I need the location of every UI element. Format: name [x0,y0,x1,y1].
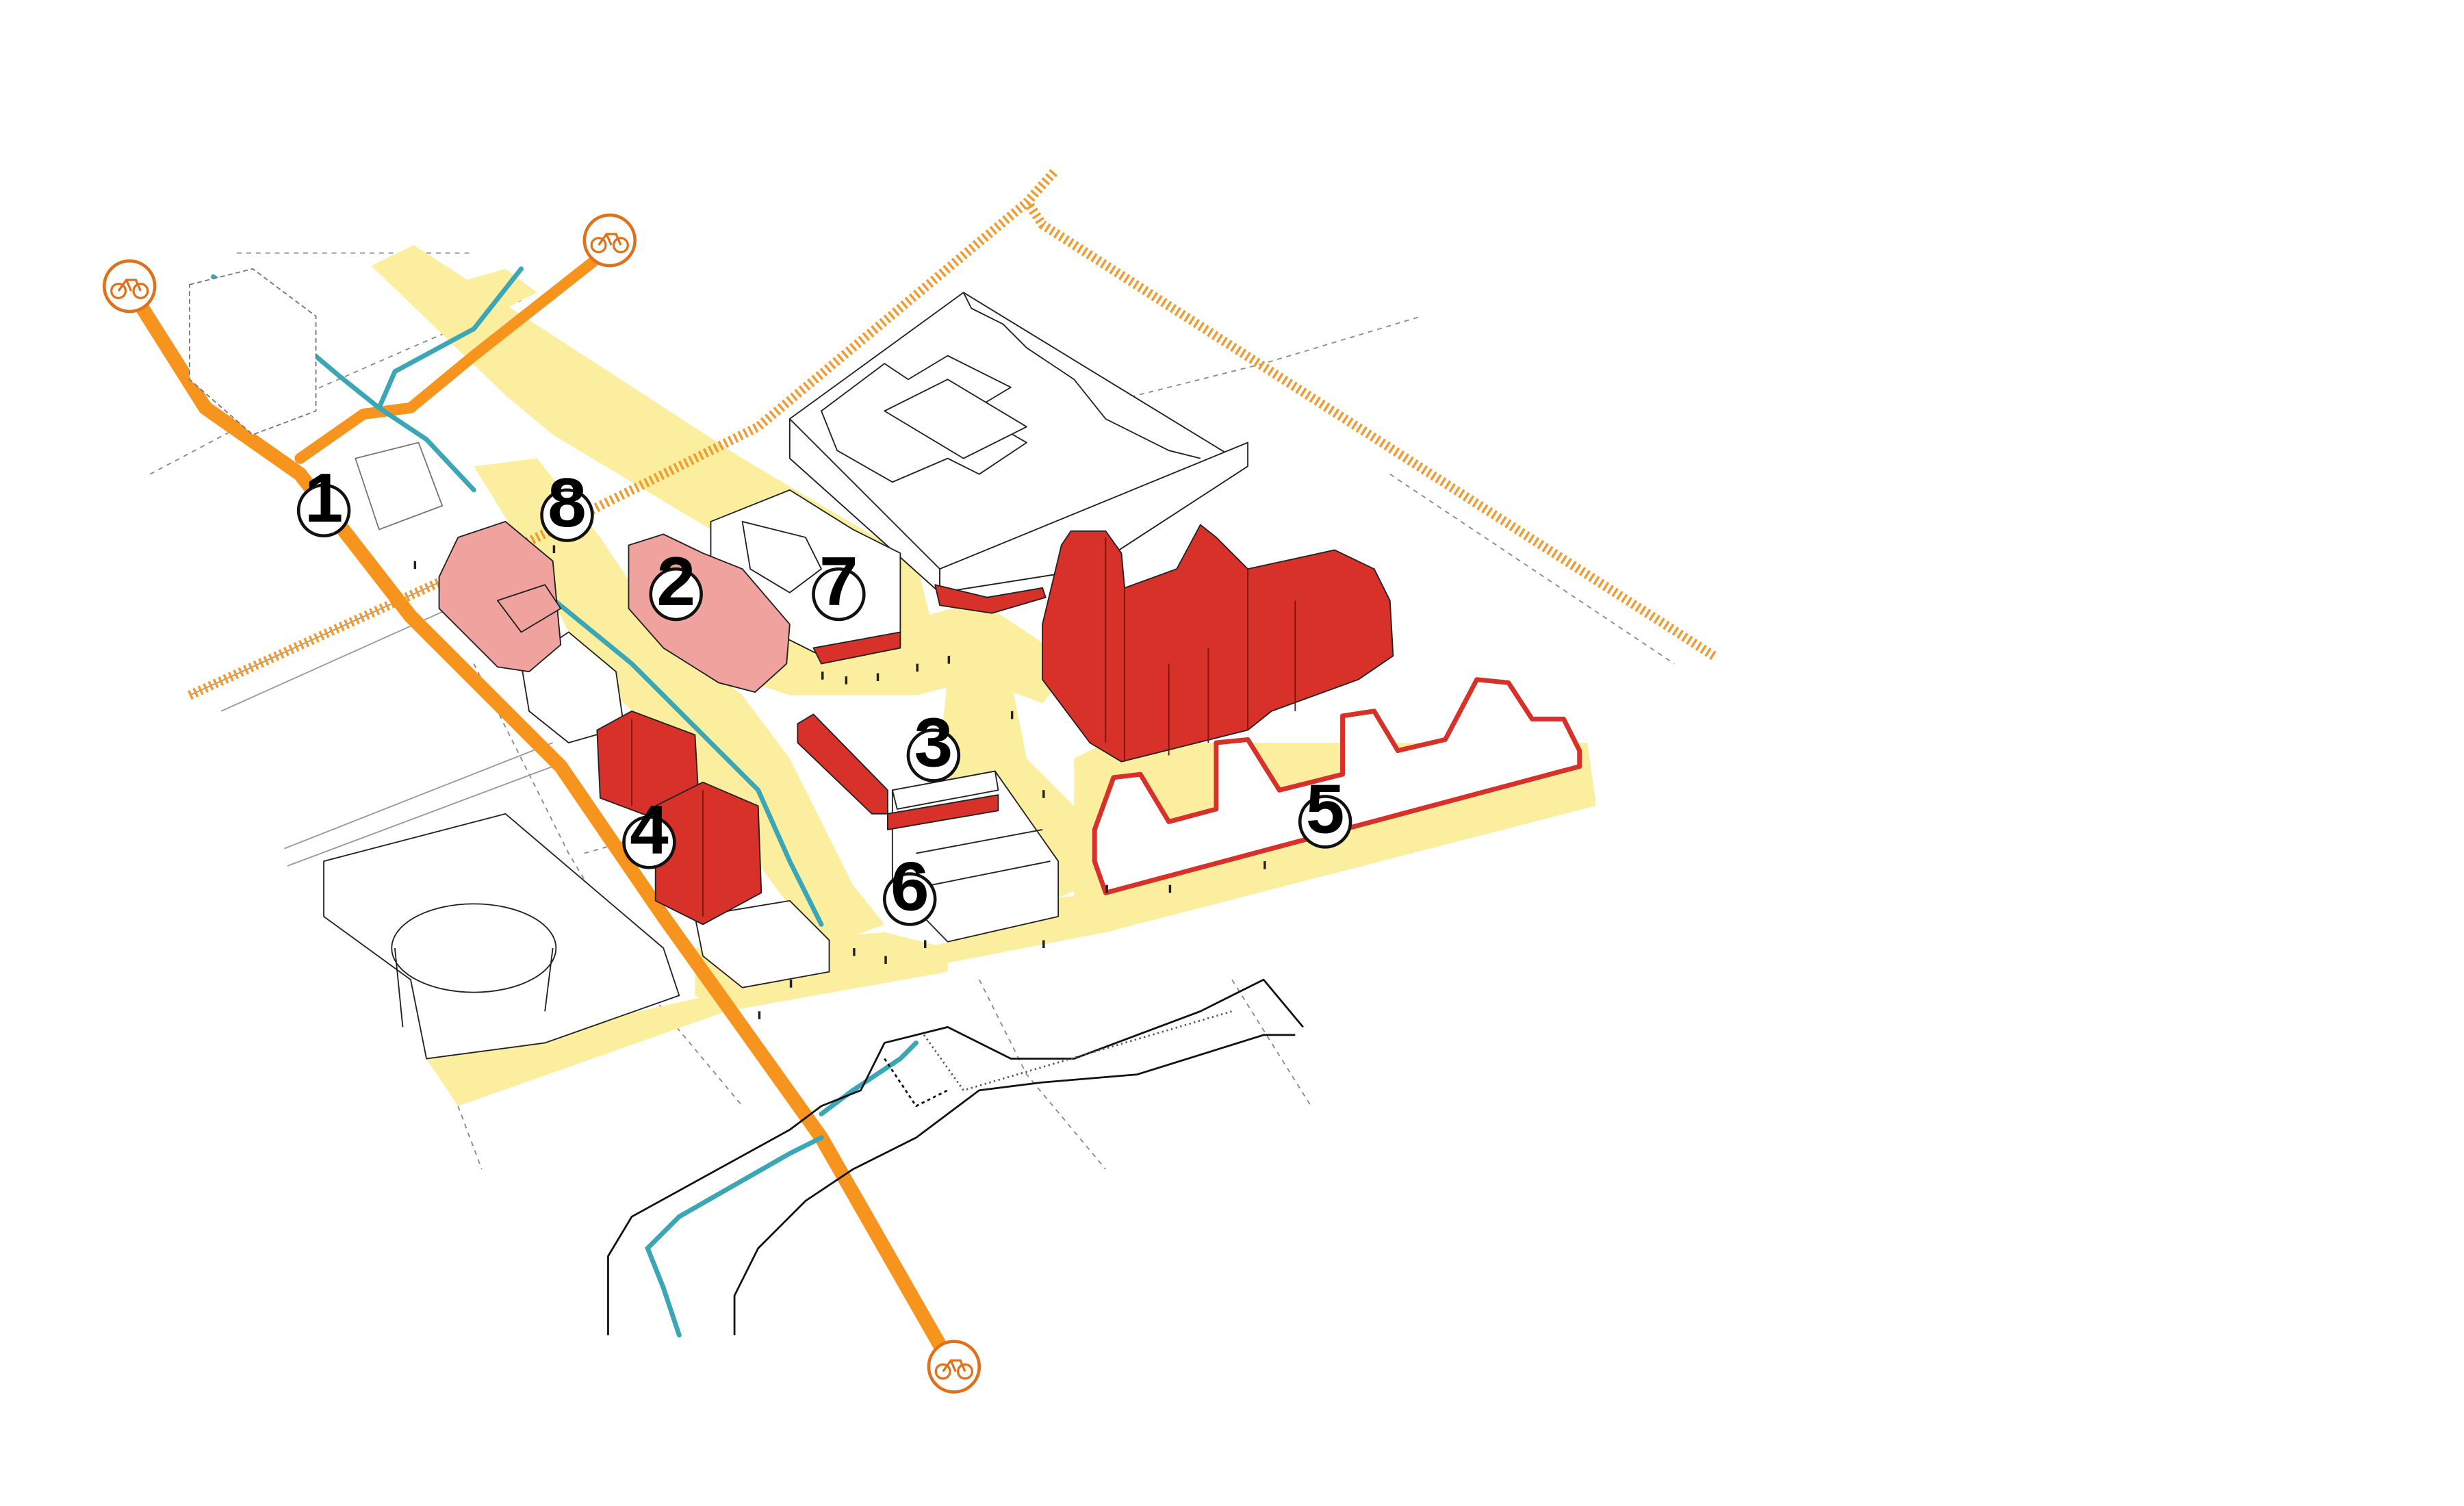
context-roads [189,544,554,867]
bicycle-icon [934,1359,973,1380]
row-houses [1092,677,1582,895]
marker-label: 7 [819,542,858,620]
bike-icon-top [582,213,637,268]
building-marker-8-side [438,521,562,673]
quay [607,978,1304,1336]
bike-icon-top-left [103,259,157,314]
marker-1: 1 [296,459,351,537]
marker-label: 5 [1306,770,1344,848]
marker-label: 4 [630,791,668,869]
round-building [323,813,680,1060]
bike-icon-bottom [927,1340,981,1394]
bike-routes [122,251,955,1366]
rail-lines [188,167,1717,700]
church-building [1042,524,1394,763]
marker-label: 3 [914,704,953,782]
marker-2: 2 [649,542,703,622]
marker-label: 6 [890,847,929,926]
marker-label: 1 [305,459,343,537]
pedestrian-figures [413,545,1266,1019]
bicycle-icon [110,279,149,299]
bicycle-icon [590,233,629,254]
courtyard-block [788,292,1248,594]
marker-3: 3 [906,704,961,782]
marker-label: 2 [656,542,695,620]
marker-label: 8 [548,463,586,541]
marker-7: 7 [812,542,866,622]
building-marker-4 [596,710,762,926]
marker-5: 5 [1298,770,1352,849]
marker-6: 6 [882,847,937,926]
bar-marker-3 [797,713,999,830]
marker-4: 4 [622,791,676,869]
marker-8: 8 [540,463,594,542]
